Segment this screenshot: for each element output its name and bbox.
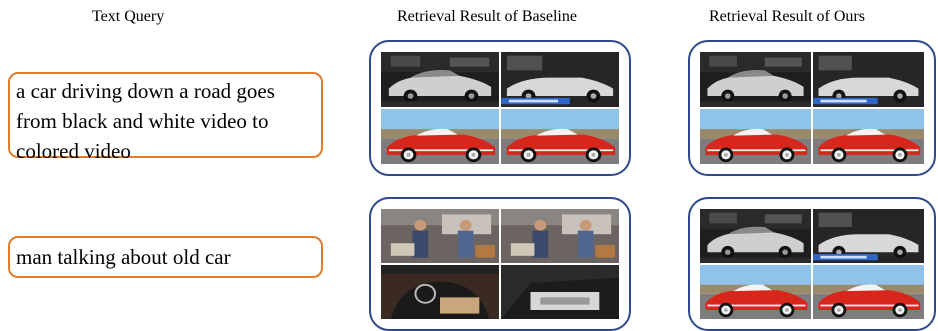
query-box-2: man talking about old car	[8, 236, 323, 278]
video-frame-3	[381, 265, 499, 319]
video-frame-2	[813, 209, 924, 263]
video-frame-3	[381, 109, 499, 164]
query-1-line-1: a car driving down a road goes	[16, 79, 275, 103]
video-frame-1	[381, 209, 499, 263]
baseline-header: Retrieval Result of Baseline	[397, 8, 577, 25]
video-frame-2	[501, 209, 619, 263]
video-frame-2	[813, 52, 924, 107]
video-frame-3	[700, 109, 811, 164]
query-2-line-1: man talking about old car	[16, 245, 231, 269]
baseline-result-1	[369, 40, 631, 176]
baseline-result-2	[369, 197, 631, 331]
ours-header: Retrieval Result of Ours	[709, 8, 865, 25]
video-frame-4	[813, 109, 924, 164]
video-frame-3	[700, 265, 811, 319]
query-1-line-3: colored video	[16, 139, 131, 163]
query-1-line-2: from black and white video to	[16, 109, 269, 133]
video-frame-1	[381, 52, 499, 107]
text-query-header: Text Query	[92, 8, 165, 25]
video-frame-4	[501, 109, 619, 164]
video-frame-4	[501, 265, 619, 319]
video-frame-2	[501, 52, 619, 107]
ours-result-2	[688, 197, 936, 331]
ours-result-1	[688, 40, 936, 176]
video-frame-1	[700, 52, 811, 107]
video-frame-4	[813, 265, 924, 319]
video-frame-1	[700, 209, 811, 263]
query-box-1: a car driving down a road goes from blac…	[8, 72, 323, 163]
